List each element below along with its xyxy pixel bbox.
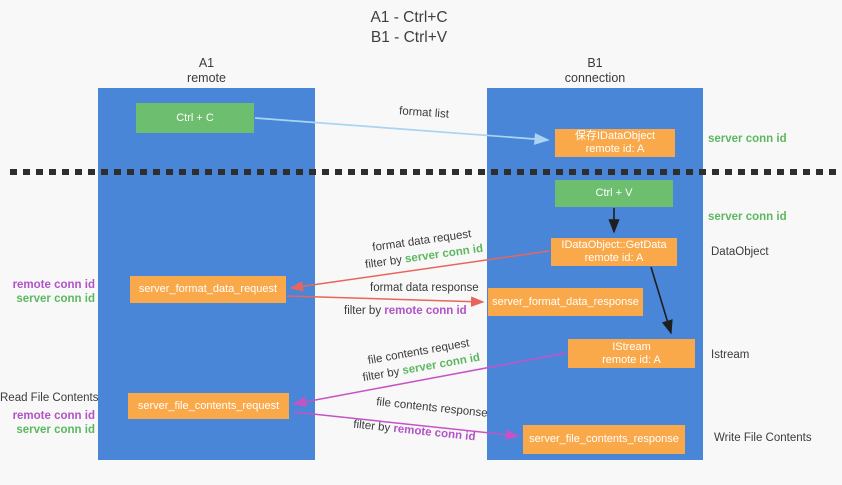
remote-conn-id-label-1: remote conn id (12, 279, 95, 291)
remote-conn-id-label-2: remote conn id (12, 410, 95, 422)
format-data-response-arrow (286, 295, 485, 307)
server-file-contents-response-box: server_file_contents_response (523, 425, 685, 454)
filter-by-text: filter by (361, 365, 401, 385)
server-conn-id-label-mid: server conn id (708, 211, 787, 223)
server-conn-id-label-1: server conn id (16, 293, 95, 305)
idataobject-getdata-line1: IDataObject::GetData (561, 239, 667, 251)
istream-line2: remote id: A (602, 353, 661, 366)
server-format-data-request-box: server_format_data_request (130, 276, 286, 303)
format-list-label: format list (398, 105, 450, 121)
file-contents-response-label: file contents response (375, 396, 489, 420)
server-file-contents-request-box: server_file_contents_request (128, 393, 289, 419)
column-a1-subtitle: remote (187, 71, 226, 85)
ctrl-v-box: Ctrl + V (555, 180, 673, 207)
read-file-contents-label: Read File Contents (0, 392, 99, 404)
file-contents-response-filter-label: filter by remote conn id (353, 418, 477, 445)
format-data-response-filter-label: filter by remote conn id (344, 304, 467, 318)
column-b1-name: B1 (587, 56, 603, 70)
dataobject-label: DataObject (711, 246, 769, 258)
server-conn-id-label-2: server conn id (16, 424, 95, 436)
format-data-response-label: format data response (370, 282, 479, 294)
left-conn-id-block-1: remote conn id server conn id (0, 278, 95, 306)
column-header-a1: A1 remote (98, 56, 315, 86)
column-a1-name: A1 (198, 56, 215, 70)
column-header-b1: B1 connection (487, 56, 703, 86)
istream-line1: IStream (612, 340, 651, 353)
idataobject-getdata-box: IDataObject::GetData remote id: A (551, 238, 677, 266)
istream-side-label: Istream (711, 349, 750, 361)
save-idataobject-line2: remote id: A (585, 143, 645, 155)
filter-by-text: filter by (352, 418, 391, 435)
left-conn-id-block-2: remote conn id server conn id (0, 409, 95, 437)
title-line-2: B1 - Ctrl+V (370, 29, 448, 46)
write-file-contents-label: Write File Contents (714, 432, 812, 444)
session-divider-line (10, 169, 836, 175)
ctrl-c-box: Ctrl + C (136, 103, 254, 133)
filter-remote-conn-id: remote conn id (392, 422, 477, 444)
idataobject-getdata-line2: remote id: A (584, 252, 644, 264)
ctrl-v-label: Ctrl + V (595, 187, 633, 199)
format-data-request-label-group: format data request filter by server con… (356, 224, 489, 274)
file-contents-request-label-group: file contents request filter by server c… (353, 333, 487, 387)
filter-by-text: filter by (344, 305, 382, 317)
filter-remote-conn-id: remote conn id (384, 305, 467, 317)
server-conn-id-label-top: server conn id (708, 133, 787, 145)
server-file-contents-request-label: server_file_contents_request (137, 399, 280, 412)
server-format-data-response-label: server_format_data_response (492, 295, 639, 308)
column-b1-subtitle: connection (564, 71, 626, 85)
save-idataobject-box: 保存IDataObject remote id: A (555, 129, 675, 157)
title-line-1: A1 - Ctrl+C (370, 9, 448, 26)
ctrl-c-label: Ctrl + C (176, 111, 214, 124)
filter-by-text: filter by (364, 254, 403, 272)
istream-box: IStream remote id: A (568, 339, 695, 368)
server-file-contents-response-label: server_file_contents_response (529, 433, 679, 445)
save-idataobject-line1: 保存IDataObject (574, 130, 656, 142)
diagram-title: A1 - Ctrl+C B1 - Ctrl+V (0, 8, 818, 48)
server-format-data-response-box: server_format_data_response (488, 288, 643, 316)
server-format-data-request-label: server_format_data_request (138, 283, 278, 295)
